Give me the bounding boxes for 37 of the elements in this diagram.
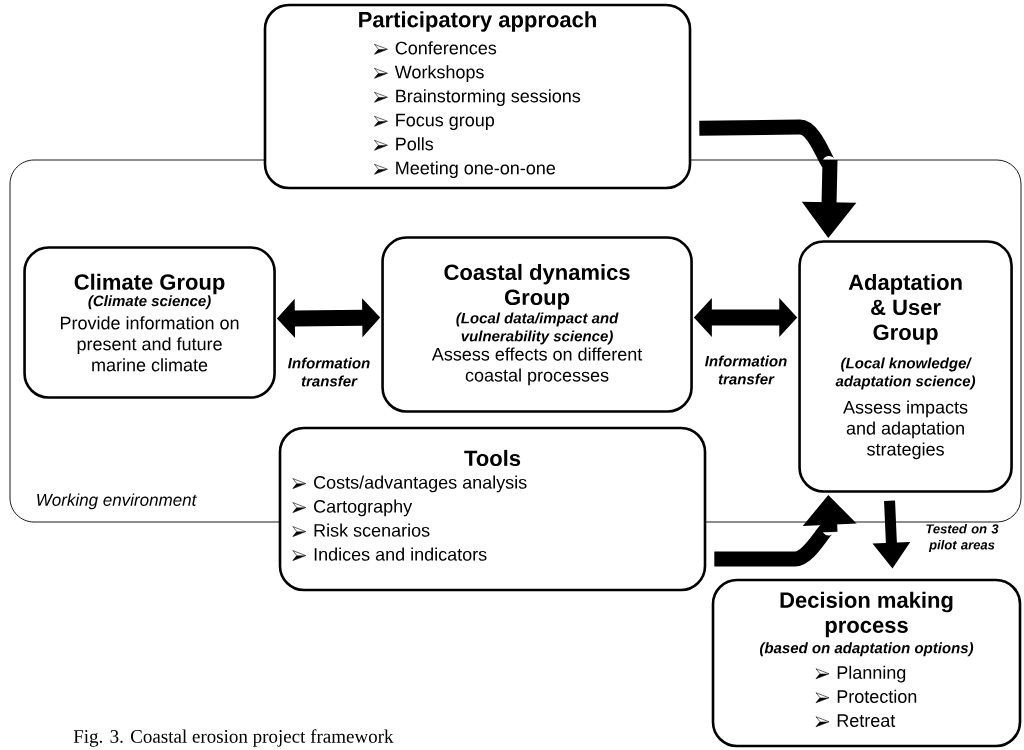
box-text: Provide information on present and future marine climate — [61, 316, 239, 372]
bullet-item: Focus group — [396, 113, 495, 130]
process-box — [23, 246, 276, 399]
box-subtitle: (Climate science) — [88, 295, 211, 310]
bullet-item: Risk scenarios — [314, 523, 430, 537]
bullet-item: Indices and indicators — [314, 547, 487, 561]
bullet-item: Cartography — [314, 499, 413, 517]
process-box — [381, 236, 693, 413]
bullet-item: Brainstorming sessions — [396, 89, 581, 106]
process-box — [263, 3, 692, 190]
bullet-item: Workshops — [394, 65, 484, 82]
box-title: Coastal dynamics Group — [444, 263, 630, 310]
bullet-item: Planning — [837, 665, 906, 683]
process-box — [278, 426, 707, 592]
box-title: Adaptation & User Group — [848, 273, 962, 345]
area-label: Working environment — [37, 493, 197, 510]
box-subtitle: (based on adaptation options) — [760, 642, 974, 657]
bullet-item: Retreat — [837, 714, 896, 727]
box-subtitle: (Local data/impact and vulnerability science) — [456, 312, 619, 345]
bullet-item: Meeting one-on-one — [396, 161, 556, 178]
bullet-item: Protection — [837, 689, 917, 703]
bullet-item: Polls — [396, 137, 434, 151]
box-title: Climate Group — [74, 273, 225, 295]
edge-label: Tested on 3 pilot areas — [926, 523, 999, 553]
bullet-item: Costs/advantages analysis — [314, 475, 527, 493]
caption: Fig. 3. Coastal erosion project framework — [73, 729, 394, 747]
box-subtitle: (Local knowledge/ adaptation science) — [835, 357, 976, 390]
box-title: Participatory approach — [359, 11, 596, 32]
bullet-item: Conferences — [395, 41, 497, 55]
box-title: Decision making process — [780, 591, 953, 638]
box-text: Assess impacts and adaptation strategies — [843, 400, 968, 460]
process-box — [798, 240, 1013, 493]
edge-label: Information transfer — [288, 357, 370, 387]
process-box — [711, 578, 1022, 748]
box-text: Assess effects on different coastal processes — [431, 347, 643, 386]
box-title: Tools — [464, 449, 521, 467]
edge-label: Information transfer — [705, 355, 787, 385]
